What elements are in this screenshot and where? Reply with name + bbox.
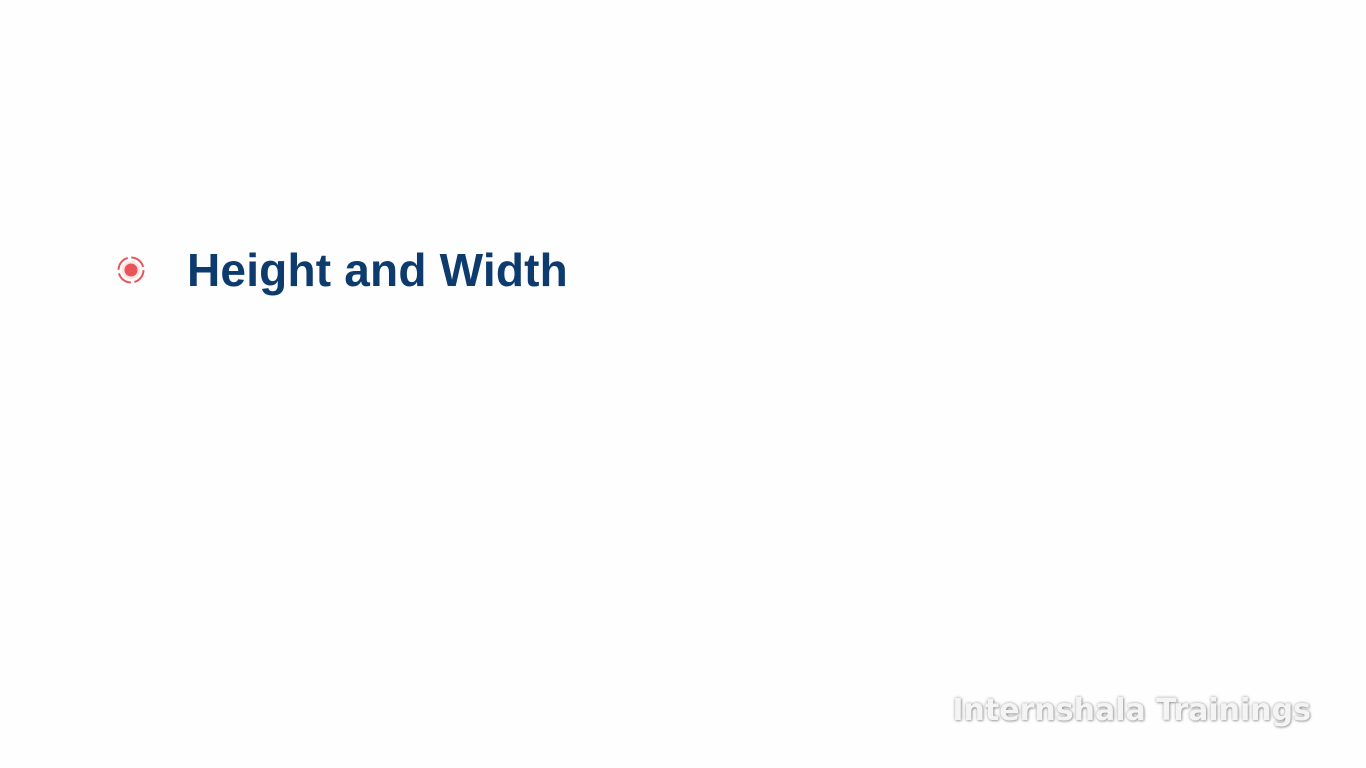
bullet-text: Height and Width — [187, 244, 568, 296]
watermark-label: Internshala Trainings — [952, 693, 1311, 728]
target-bullet-icon — [116, 255, 146, 285]
bullet-item: Height and Width — [116, 240, 568, 300]
